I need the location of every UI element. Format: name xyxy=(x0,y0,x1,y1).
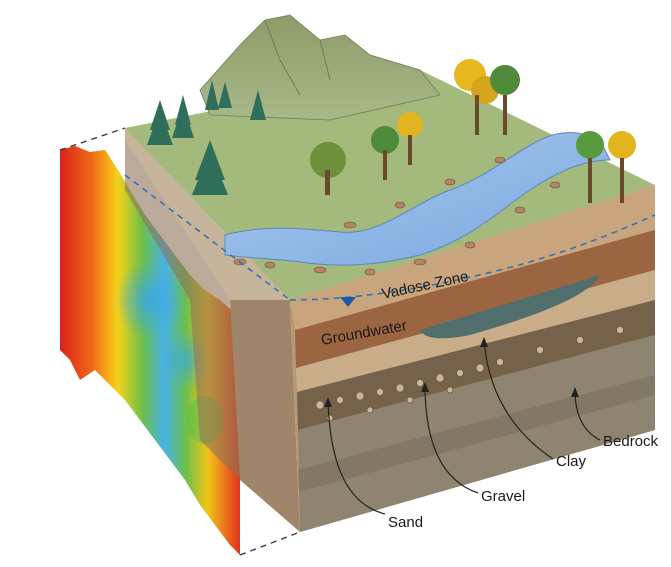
bedrock-label: Bedrock xyxy=(603,433,659,450)
clay-label: Clay xyxy=(556,453,587,470)
sand-label: Sand xyxy=(388,514,423,531)
conifer-trees xyxy=(147,80,266,195)
gravel-label: Gravel xyxy=(481,488,525,505)
deciduous-trees xyxy=(310,59,636,203)
water-table-marker-icon xyxy=(340,297,356,307)
leader-arrowheads xyxy=(324,337,579,407)
river xyxy=(224,132,611,266)
clay-lens xyxy=(420,275,600,339)
water-table-line xyxy=(124,174,656,301)
